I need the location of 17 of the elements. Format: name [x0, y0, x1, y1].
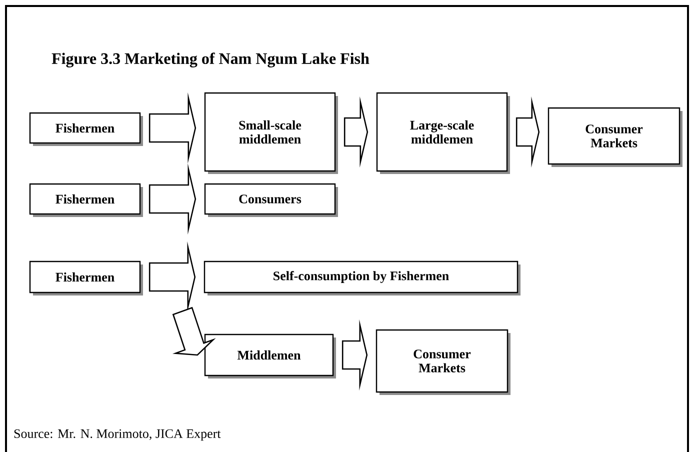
block-arrow [516, 96, 540, 168]
flow-box: Consumers [204, 183, 338, 217]
block-arrow [148, 163, 196, 235]
source-note: Source: Mr. N. Morimoto, JICA Expert [14, 429, 221, 441]
figure-title: Figure 3.3 Marketing of Nam Ngum Lake Fish [52, 52, 370, 68]
flow-box: Consumer Markets [548, 107, 682, 167]
flow-box: Fishermen [29, 183, 143, 217]
flow-box: Fishermen [29, 260, 143, 296]
block-arrow [344, 96, 368, 168]
flow-box: Fishermen [29, 112, 143, 146]
block-arrow [342, 319, 368, 391]
flow-box: Middlemen [204, 334, 336, 378]
flow-box: Small-scale middlemen [204, 92, 338, 174]
flow-box: Large-scale middlemen [376, 92, 510, 174]
flow-box: Consumer Markets [376, 329, 510, 395]
flow-box: Self-consumption by Fishermen [204, 260, 520, 296]
block-arrow [148, 92, 196, 164]
